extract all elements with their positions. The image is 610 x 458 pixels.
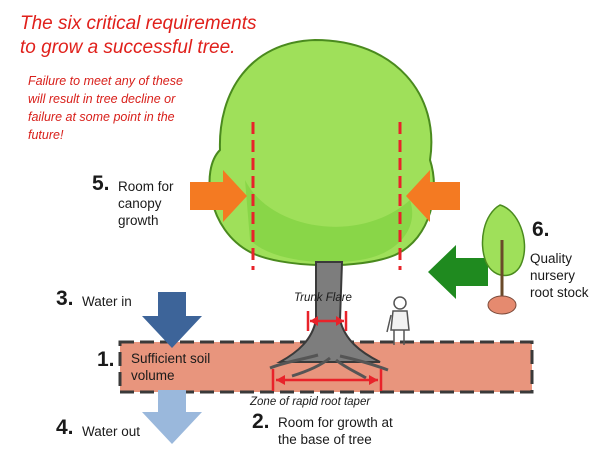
failure-warning: Failure to meet any of these will result… xyxy=(28,74,183,142)
requirement-4-label: Water out xyxy=(82,424,141,439)
requirement-6-number: 6. xyxy=(532,218,550,241)
water-out-arrow xyxy=(142,390,202,444)
canopy-arrow-right xyxy=(406,170,460,222)
water-in-arrow xyxy=(142,292,202,348)
requirement-3-number: 3. xyxy=(56,287,74,310)
requirement-1-number: 1. xyxy=(97,348,115,371)
diagram-title: The six critical requirements to grow a … xyxy=(20,13,257,58)
trunk-flare-marker xyxy=(306,311,348,331)
nursery-tree xyxy=(481,204,526,315)
requirement-5-number: 5. xyxy=(92,172,110,195)
canopy-shading xyxy=(245,180,413,263)
requirement-3-label: Water in xyxy=(82,294,132,309)
requirement-1-label: Sufficient soil volume xyxy=(131,351,211,383)
requirement-2-label: Room for growth at the base of tree xyxy=(278,415,393,447)
root-taper-label: Zone of rapid root taper xyxy=(250,396,371,408)
requirement-4-number: 4. xyxy=(56,416,74,439)
requirement-2-number: 2. xyxy=(252,410,270,433)
person-figure xyxy=(386,296,410,345)
root-taper-marker xyxy=(271,369,383,391)
tree-roots xyxy=(269,353,389,380)
tree-trunk xyxy=(276,261,381,363)
canopy-arrow-left xyxy=(190,170,247,222)
requirement-5-label: Room for canopy growth xyxy=(118,179,174,228)
requirement-6-label: Quality nursery root stock xyxy=(530,251,589,300)
nursery-arrow xyxy=(428,245,488,299)
trunk-flare-label: Trunk Flare xyxy=(294,292,352,304)
